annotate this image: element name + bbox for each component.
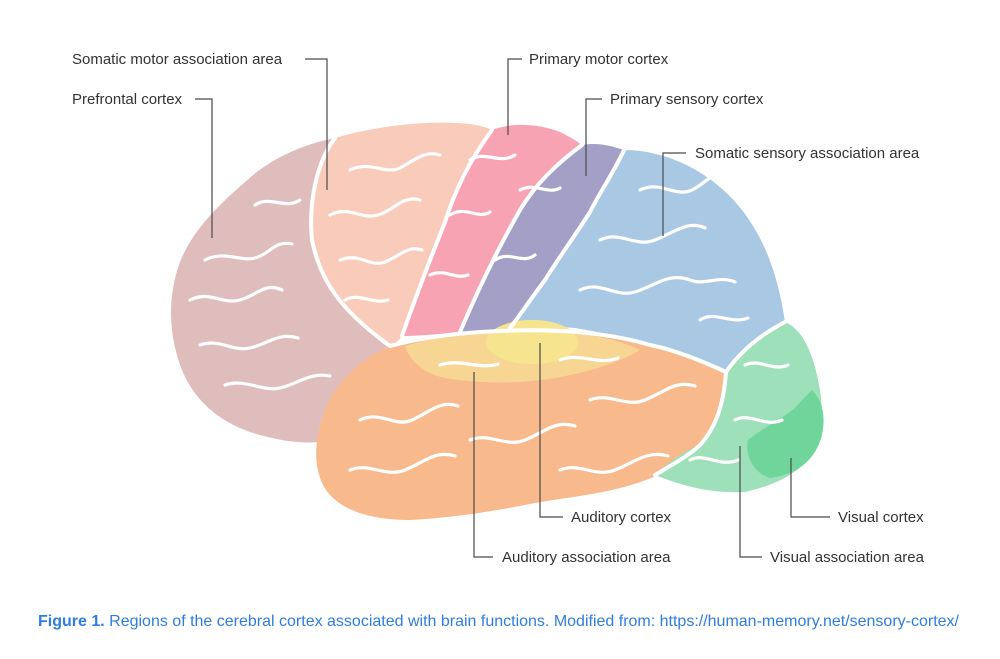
region-primary-motor-cortex: [402, 124, 582, 337]
brain: [171, 122, 824, 520]
brain-diagram: Somatic motor association area Prefronta…: [72, 51, 925, 566]
label-auditory-cortex: Auditory cortex: [571, 509, 672, 526]
label-somatic-sensory-association: Somatic sensory association area: [695, 145, 920, 162]
label-somatic-motor-association: Somatic motor association area: [72, 51, 283, 68]
region-temporal-lobe: [316, 330, 726, 520]
label-visual-association: Visual association area: [770, 549, 925, 566]
gyri-folds: [188, 152, 790, 474]
label-primary-motor-cortex: Primary motor cortex: [529, 51, 669, 68]
leader-primary-motor: [507, 58, 522, 135]
caption-figure-label: Figure 1.: [38, 613, 105, 630]
label-primary-sensory-cortex: Primary sensory cortex: [610, 91, 764, 108]
region-somatic-motor-association: [311, 122, 492, 346]
leader-primary-sensory: [585, 98, 602, 176]
leader-visual-cortex: [790, 458, 830, 518]
leader-auditory-cortex: [539, 343, 563, 518]
leader-visual-association: [739, 446, 762, 558]
caption-text: Regions of the cerebral cortex associate…: [109, 613, 959, 630]
leader-prefrontal: [195, 98, 213, 238]
label-visual-cortex: Visual cortex: [838, 509, 924, 526]
leader-somatic-motor-association: [305, 58, 328, 190]
leader-auditory-association: [473, 372, 493, 558]
figure-caption: Figure 1. Regions of the cerebral cortex…: [38, 613, 959, 631]
labels: Somatic motor association area Prefronta…: [72, 51, 925, 566]
region-visual-cortex: [747, 390, 824, 478]
region-primary-sensory-cortex: [460, 143, 624, 332]
label-prefrontal-cortex: Prefrontal cortex: [72, 91, 183, 108]
leader-somatic-sensory-association: [662, 152, 686, 236]
leader-lines: [195, 58, 830, 558]
label-auditory-association: Auditory association area: [502, 549, 671, 566]
